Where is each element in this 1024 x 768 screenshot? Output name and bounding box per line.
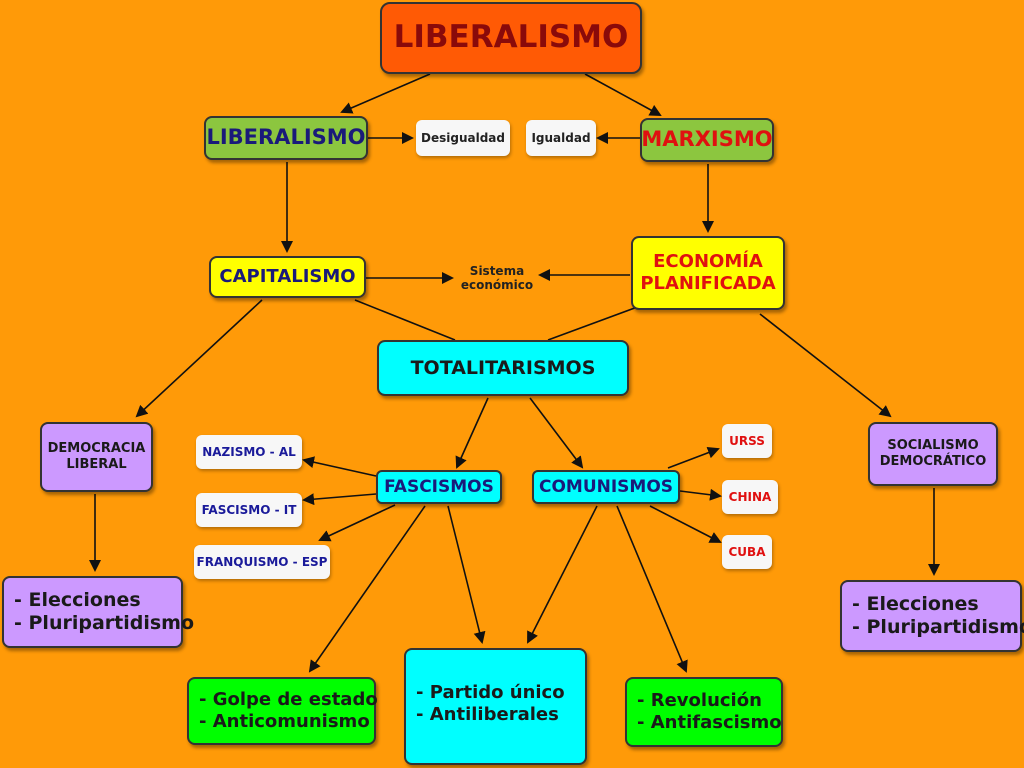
edge-economia-socialismo — [759, 313, 892, 418]
edge-root-liberalismo — [340, 73, 431, 114]
edge-capitalismo-democracia — [135, 299, 263, 418]
edge-capitalismo-totalitarismos — [354, 299, 456, 341]
capitalismo-node: CAPITALISMO — [209, 256, 366, 298]
democracia-liberal-node: DEMOCRACIA LIBERAL — [40, 422, 153, 492]
liberalismo-node: LIBERALISMO — [204, 116, 368, 160]
edge-fascismos-nazismo — [302, 456, 377, 477]
igualdad-node: Igualdad — [526, 120, 596, 156]
desigualdad-node: Desigualdad — [416, 120, 510, 156]
edge-totalitarismos-comunismos — [529, 397, 584, 469]
comunismos-node: COMUNISMOS — [532, 470, 680, 504]
urss-node: URSS — [722, 424, 772, 458]
totalitarismos-node: TOTALITARISMOS — [377, 340, 629, 396]
edge-comunismos-partido — [527, 505, 598, 644]
fascismo-it-node: FASCISMO - IT — [196, 493, 302, 527]
edge-economia-totalitarismos — [547, 305, 641, 341]
sistema-economico-label: Sistema económico — [460, 263, 534, 292]
nazismo-node: NAZISMO - AL — [196, 435, 302, 469]
edge-comunismos-urss — [667, 446, 720, 469]
economia-planificada-node: ECONOMÍA PLANIFICADA — [631, 236, 785, 310]
edge-comunismos-revolucion — [616, 505, 688, 673]
golpe-de-estado-node: - Golpe de estado - Anticomunismo — [187, 677, 378, 745]
revolucion-node: - Revolución - Antifascismo — [625, 677, 783, 747]
edge-fascismos-golpe — [308, 505, 426, 673]
edge-totalitarismos-fascismos — [455, 397, 489, 469]
marxismo-node: MARXISMO — [640, 118, 774, 162]
china-node: CHINA — [722, 480, 778, 514]
partido-unico-node: - Partido único - Antiliberales — [404, 648, 587, 765]
edge-fascismos-franquismo — [318, 504, 396, 542]
fascismos-node: FASCISMOS — [376, 470, 502, 504]
edge-comunismos-china — [679, 488, 722, 501]
franquismo-node: FRANQUISMO - ESP — [194, 545, 330, 579]
edge-root-marxismo — [584, 73, 662, 116]
socialismo-democratico-node: SOCIALISMO DEMOCRÁTICO — [868, 422, 998, 486]
edge-comunismos-cuba — [649, 505, 722, 543]
edge-fascismos-fascismo-it — [302, 493, 377, 506]
cuba-node: CUBA — [722, 535, 772, 569]
root-liberalismo-node: LIBERALISMO — [380, 2, 642, 74]
elecciones-right-node: - Elecciones - Pluripartidismo — [840, 580, 1024, 652]
edge-fascismos-partido — [447, 505, 486, 644]
elecciones-left-node: - Elecciones - Pluripartidismo — [2, 576, 194, 648]
